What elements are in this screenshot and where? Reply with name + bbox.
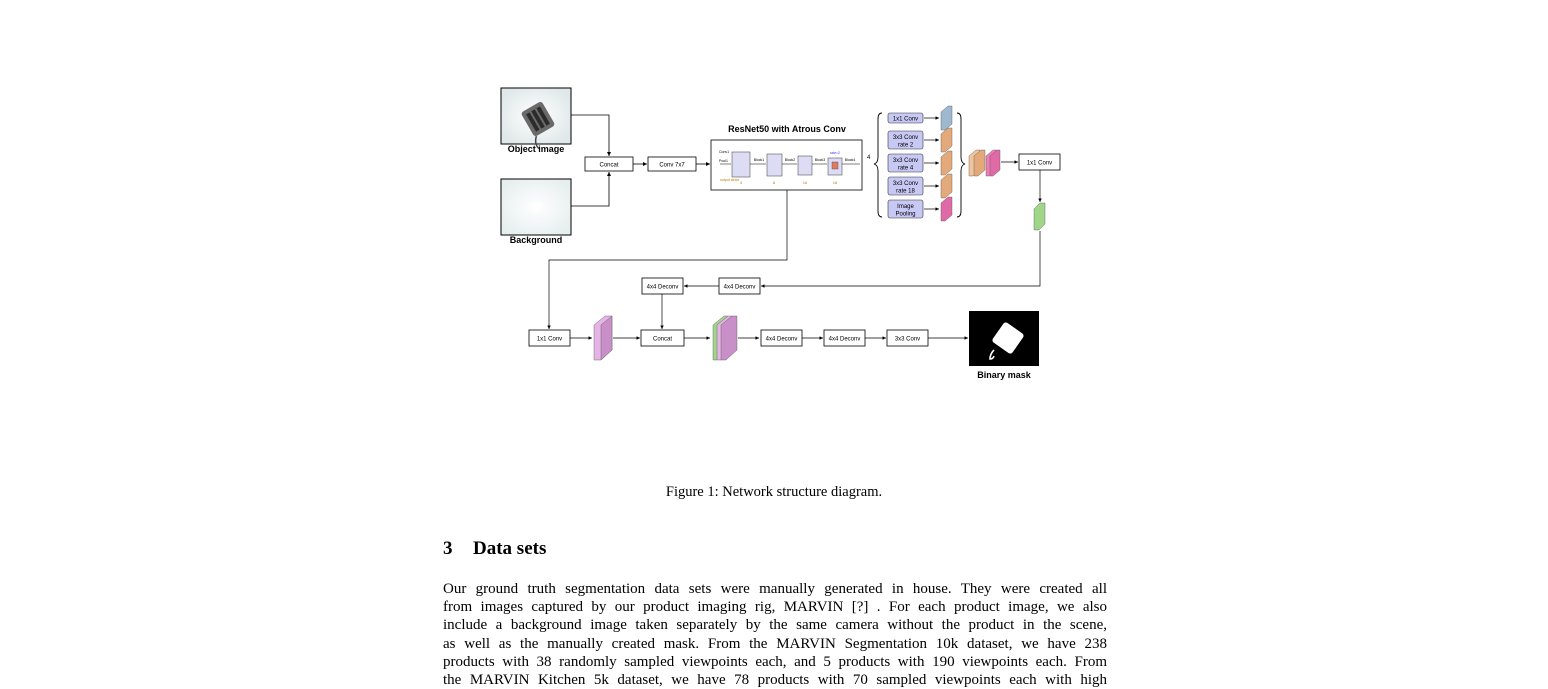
aspp-conv1x1-label: 1x1 Conv xyxy=(893,117,918,123)
aspp-conv3-rate4 xyxy=(887,153,924,173)
binary-mask-label: Binary mask xyxy=(977,370,1032,380)
body-paragraph: Our ground truth segmentation data sets … xyxy=(443,580,1107,689)
network-diagram: Object image Background Concat Conv 7x7 … xyxy=(500,87,1061,380)
resnet-conv1: Conv1 xyxy=(719,150,729,154)
resnet-stride-1: 4 xyxy=(740,180,743,185)
concat-label: Concat xyxy=(599,163,618,169)
section-title: Data sets xyxy=(473,538,547,559)
aspp-conv1x1 xyxy=(887,112,924,124)
resnet-block-2 xyxy=(766,153,783,177)
resnet-block4-label: Block4 xyxy=(845,158,856,162)
resnet-stride-2: 8 xyxy=(773,180,776,185)
aspp-conv3-rate2-label-a: 3x3 Conv xyxy=(893,135,918,141)
green-feature xyxy=(1033,202,1046,231)
aspp-conv3-rate18 xyxy=(887,176,924,196)
paragraph-line: products with 38 randomly sampled viewpo… xyxy=(443,653,1107,670)
arrow-resnet-skip xyxy=(547,190,788,329)
paragraph-line: Our ground truth segmentation data sets … xyxy=(443,581,1107,597)
resnet-stride-4: 16 xyxy=(833,180,838,185)
aspp-conv3-rate4-label-b: rate 4 xyxy=(898,166,914,172)
after-aspp-conv-box xyxy=(1018,153,1061,171)
aspp-feature-orange-2 xyxy=(940,150,953,176)
object-image xyxy=(500,87,572,150)
resnet-side-number: 4 xyxy=(867,155,871,161)
aspp-pool-label-a: Image xyxy=(897,204,914,210)
resnet-output-stride: output stride xyxy=(720,178,739,182)
purple-feature xyxy=(593,315,613,361)
object-image-label: Object image xyxy=(508,144,565,154)
bottom-deconv-b-label: 4x4 Deconv xyxy=(829,337,861,343)
resnet-block-3 xyxy=(797,155,813,176)
bottom-concat-label: Concat xyxy=(653,337,672,343)
binary-mask-image xyxy=(969,311,1039,366)
deconv-top-right-label: 4x4 Deconv xyxy=(724,285,756,291)
aspp-conv3-rate18-label-b: rate 18 xyxy=(896,189,915,195)
aspp-feature-pink xyxy=(940,196,953,222)
arrow-background-to-concat xyxy=(571,172,611,207)
bottom-deconv-a-label: 4x4 Deconv xyxy=(766,337,798,343)
resnet-block-1 xyxy=(731,151,751,178)
conv7-label: Conv 7x7 xyxy=(659,163,685,169)
paragraph-line: as well as the manually created mask. Fr… xyxy=(443,635,1107,652)
aspp-conv3-rate2 xyxy=(887,130,924,150)
figure-caption: Figure 1: Network structure diagram. xyxy=(665,484,883,500)
bottom-conv1x1-label: 1x1 Conv xyxy=(537,337,562,343)
resnet-title: ResNet50 with Atrous Conv xyxy=(728,124,846,134)
resnet-block3-label: Block3 xyxy=(815,158,826,162)
aspp-feature-orange-3 xyxy=(940,173,953,199)
aspp-pool-label-b: Pooling xyxy=(895,212,915,218)
aspp-image-pooling xyxy=(887,199,924,219)
deconv-top-left-box xyxy=(641,277,684,295)
resnet-block1-label: Block1 xyxy=(754,158,765,162)
paragraph-line: include a background image taken separat… xyxy=(443,617,1107,634)
aspp-left-brace xyxy=(873,112,883,218)
arrow-object-to-concat xyxy=(571,114,611,156)
aspp-conv3-rate2-label-b: rate 2 xyxy=(898,143,914,149)
aspp-conv3-rate18-label-a: 3x3 Conv xyxy=(893,181,918,187)
aspp-concat-stack xyxy=(968,149,1001,177)
arrow-green-to-deconv xyxy=(761,231,1041,288)
section-number: 3 xyxy=(443,538,453,559)
background-image-label: Background xyxy=(510,235,563,245)
aspp-right-brace xyxy=(956,112,966,218)
deconv-top-left-label: 4x4 Deconv xyxy=(647,285,679,291)
resnet-atrous-marker xyxy=(831,161,839,170)
after-aspp-conv-label: 1x1 Conv xyxy=(1027,161,1052,167)
aspp-feature-blue xyxy=(940,105,953,131)
resnet-rate2: rate=2 xyxy=(830,151,840,155)
bottom-conv3-label: 3x3 Conv xyxy=(895,337,920,343)
green-purple-stack xyxy=(712,315,738,361)
section-heading: 3 Data sets xyxy=(443,538,546,560)
aspp-feature-orange-1 xyxy=(940,127,953,153)
resnet-pool1: Pool1 xyxy=(719,159,728,163)
resnet-block2-label: Block2 xyxy=(785,158,796,162)
resnet-stride-3: 16 xyxy=(803,180,808,185)
product-photo xyxy=(521,101,555,150)
paragraph-line: from images captured by our product imag… xyxy=(443,599,1107,616)
aspp-conv3-rate4-label-a: 3x3 Conv xyxy=(893,158,918,164)
background-image xyxy=(500,178,572,236)
paragraph-line: the MARVIN Kitchen 5k dataset, we have 7… xyxy=(443,672,1107,689)
